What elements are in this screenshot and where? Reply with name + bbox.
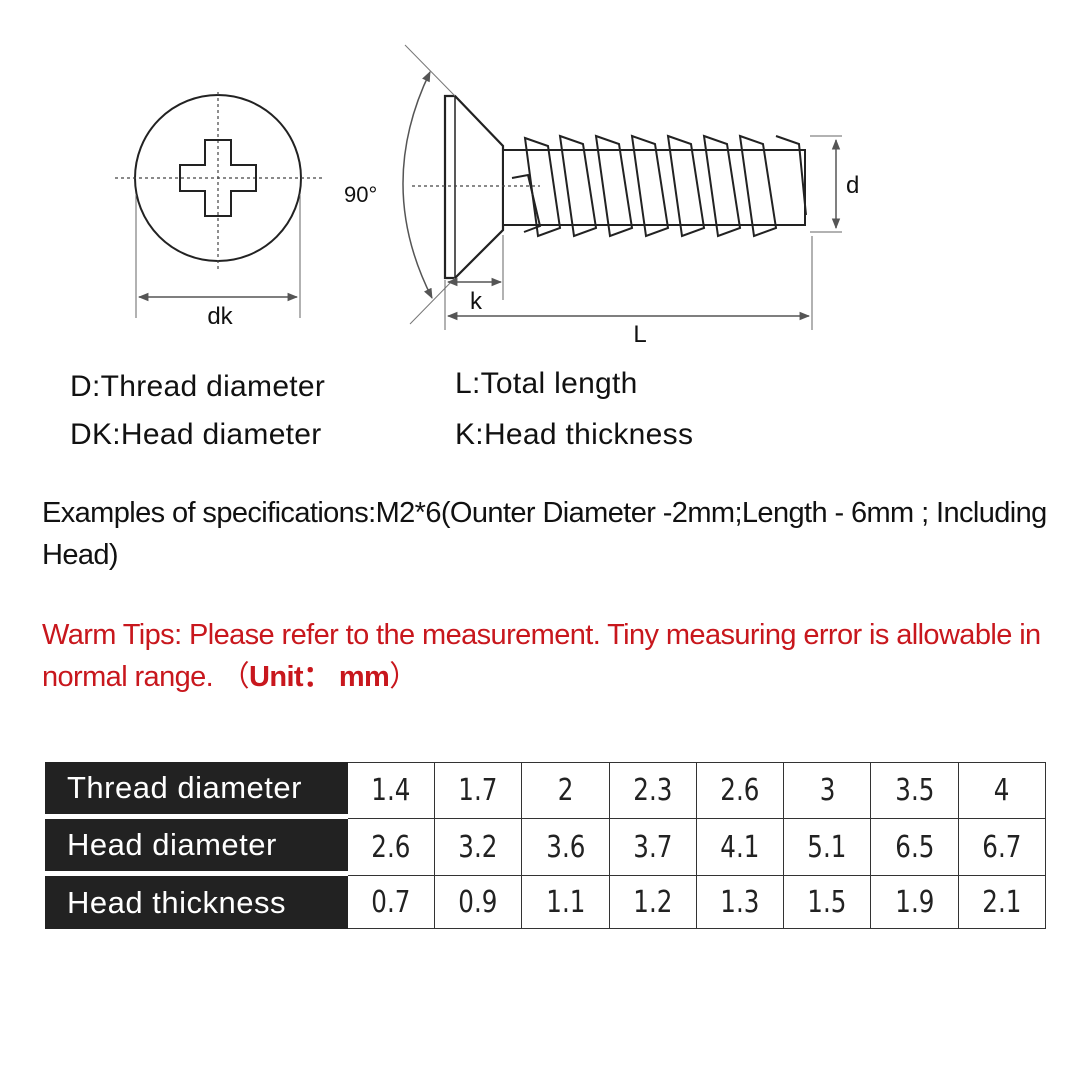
table-row-head-diameter: Head diameter 2.6 3.2 3.6 3.7 4.1 5.1 6.5 6.7 bbox=[45, 819, 1046, 876]
cell-value: 1.5 bbox=[807, 884, 847, 920]
example-specification: Examples of specifications:M2*6(Ounter D… bbox=[42, 497, 1047, 571]
angle-annotation: 90° bbox=[344, 44, 456, 325]
thread-lines bbox=[511, 134, 807, 238]
unit-close: ） bbox=[389, 661, 418, 693]
table-cell: 3.2 bbox=[435, 819, 523, 876]
cell-value: 3.5 bbox=[894, 773, 935, 808]
table-cell: 5.1 bbox=[784, 819, 872, 876]
cell-value: 3 bbox=[819, 773, 836, 808]
legend-thread-diameter: D:Thread diameter bbox=[70, 370, 326, 403]
cell-value: 1.7 bbox=[458, 773, 498, 808]
k-dimension: k bbox=[446, 235, 504, 315]
cell-value: 1.2 bbox=[633, 884, 673, 920]
table-cell: 6.5 bbox=[871, 819, 959, 876]
table-row-thread-diameter: Thread diameter 1.4 1.7 2 2.3 2.6 3 3.5 4 bbox=[45, 762, 1046, 819]
phillips-cross-icon bbox=[179, 139, 257, 217]
table-cell: 2.1 bbox=[958, 876, 1046, 929]
cell-value: 1.4 bbox=[371, 773, 411, 808]
table-cell: 2.3 bbox=[609, 762, 697, 819]
cell-value: 3.2 bbox=[458, 829, 498, 865]
cell-value: 2.6 bbox=[371, 829, 411, 865]
table-cell: 1.4 bbox=[347, 762, 436, 819]
cell-value: 4.1 bbox=[720, 829, 760, 865]
cell-value: 1.9 bbox=[894, 884, 935, 920]
table-cell: 3.7 bbox=[609, 819, 697, 876]
table-cell: 2.6 bbox=[347, 819, 436, 876]
cell-value: 6.5 bbox=[894, 829, 935, 865]
cell-value: 2 bbox=[557, 773, 574, 808]
table-cell: 0.9 bbox=[435, 876, 523, 929]
cell-value: 2.3 bbox=[633, 773, 673, 808]
cell-value: 3.7 bbox=[633, 829, 673, 865]
table-cell: 3.5 bbox=[871, 762, 959, 819]
table-cell: 0.7 bbox=[347, 876, 436, 929]
table-cell: 4.1 bbox=[696, 819, 785, 876]
screw-diagram: dk 90° d bbox=[115, 44, 859, 348]
row-header: Head thickness bbox=[45, 876, 348, 929]
dk-label: dk bbox=[207, 303, 233, 330]
table-cell: 2.6 bbox=[696, 762, 785, 819]
row-header: Head diameter bbox=[45, 819, 348, 876]
table-cell: 4 bbox=[958, 762, 1046, 819]
cell-value: 0.9 bbox=[458, 884, 498, 920]
d-label: d bbox=[846, 172, 859, 199]
cell-value: 1.1 bbox=[545, 884, 586, 920]
cell-value: 3.6 bbox=[545, 829, 586, 865]
L-label: L bbox=[633, 321, 646, 348]
table-cell: 1.3 bbox=[696, 876, 785, 929]
legend-total-length: L:Total length bbox=[455, 367, 638, 400]
cell-value: 6.7 bbox=[982, 829, 1022, 865]
cell-value: 5.1 bbox=[807, 829, 847, 865]
legend-head-diameter: DK:Head diameter bbox=[70, 418, 322, 451]
angle-label: 90° bbox=[344, 182, 377, 207]
table-cell: 1.5 bbox=[784, 876, 872, 929]
table-cell: 1.2 bbox=[609, 876, 697, 929]
table-cell: 1.7 bbox=[435, 762, 523, 819]
table-row-head-thickness: Head thickness 0.7 0.9 1.1 1.2 1.3 1.5 1.9 2.1 bbox=[45, 876, 1046, 929]
legend-head-thickness: K:Head thickness bbox=[455, 418, 694, 451]
table-cell: 1.9 bbox=[871, 876, 959, 929]
cell-value: 1.3 bbox=[720, 884, 760, 920]
screw-side-view bbox=[412, 94, 807, 280]
table-cell: 2 bbox=[522, 762, 610, 819]
d-dimension: d bbox=[810, 135, 859, 233]
table-cell: 3.6 bbox=[522, 819, 610, 876]
cell-value: 2.6 bbox=[720, 773, 760, 808]
warm-tips: Warm Tips: Please refer to the measureme… bbox=[42, 614, 1052, 698]
L-dimension: L bbox=[444, 236, 813, 348]
head-top-view: dk bbox=[115, 92, 322, 330]
cell-value: 4 bbox=[993, 773, 1010, 808]
table-cell: 3 bbox=[784, 762, 872, 819]
unit-label: Unit： mm bbox=[249, 661, 390, 693]
row-header: Thread diameter bbox=[45, 762, 348, 819]
cell-value: 0.7 bbox=[371, 884, 411, 920]
table-cell: 6.7 bbox=[958, 819, 1046, 876]
table-cell: 1.1 bbox=[522, 876, 610, 929]
k-label: k bbox=[470, 288, 483, 315]
warm-tips-text: Warm Tips: Please refer to the measureme… bbox=[42, 619, 1041, 693]
cell-value: 2.1 bbox=[982, 884, 1022, 920]
